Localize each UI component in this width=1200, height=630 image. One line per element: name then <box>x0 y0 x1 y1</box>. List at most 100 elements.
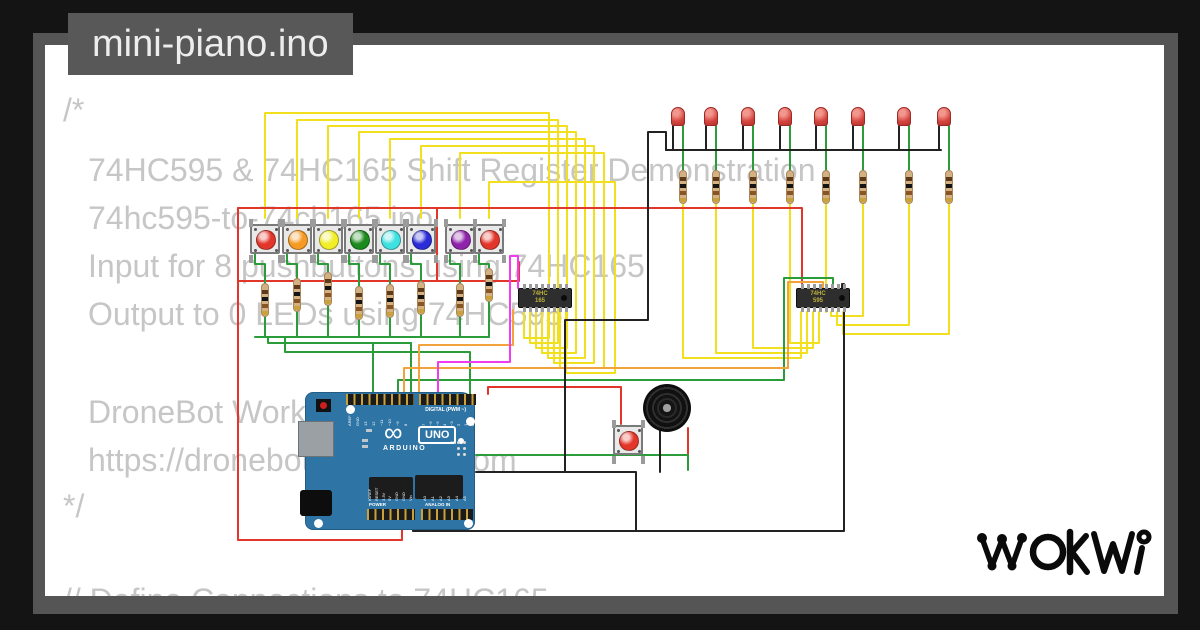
magenta-wires[interactable] <box>437 255 519 395</box>
button-cap <box>619 431 639 451</box>
piezo-buzzer[interactable] <box>643 384 691 432</box>
pushbutton-6[interactable] <box>405 219 438 263</box>
led-6[interactable] <box>851 107 865 126</box>
button-resistor-2[interactable] <box>293 278 301 312</box>
led-resistor-2[interactable] <box>712 170 720 204</box>
led-7[interactable] <box>897 107 911 126</box>
pushbutton-3[interactable] <box>312 219 345 263</box>
screw <box>369 249 372 252</box>
band <box>356 307 362 311</box>
band <box>457 290 463 294</box>
digital-header-left[interactable] <box>346 394 414 405</box>
led-resistor-3[interactable] <box>749 170 757 204</box>
button-leg <box>444 255 448 263</box>
led-resistor-5[interactable] <box>822 170 830 204</box>
band <box>486 282 492 286</box>
led-resistor-4[interactable] <box>786 170 794 204</box>
code-line: // Define Connections to 74HC165 <box>63 582 549 618</box>
orange-wires[interactable] <box>403 281 824 395</box>
ground-wires[interactable] <box>412 125 942 532</box>
led-3[interactable] <box>741 107 755 126</box>
band <box>860 184 866 188</box>
band <box>325 293 331 297</box>
led-resistor-7[interactable] <box>905 170 913 204</box>
band <box>860 198 866 202</box>
button-resistor-7[interactable] <box>456 283 464 317</box>
chip-pin <box>541 284 544 289</box>
pushbutton-4[interactable] <box>343 219 376 263</box>
digital-header-right[interactable] <box>419 394 476 405</box>
button-leg <box>641 420 645 428</box>
band <box>486 289 492 293</box>
button-resistor-5[interactable] <box>386 284 394 318</box>
screw <box>369 228 372 231</box>
button-resistor-1[interactable] <box>261 283 269 317</box>
button-resistor-4[interactable] <box>355 286 363 320</box>
chip-pin <box>529 307 532 312</box>
screw <box>617 450 620 453</box>
button-resistor-3[interactable] <box>324 272 332 306</box>
screw <box>410 228 413 231</box>
play-pushbutton[interactable] <box>612 420 645 464</box>
pin-label: IOREF <box>367 488 372 501</box>
screw <box>286 228 289 231</box>
screw <box>499 249 502 252</box>
mounting-hole <box>464 519 473 528</box>
pushbutton-8[interactable] <box>473 219 506 263</box>
screw <box>478 228 481 231</box>
led-1[interactable] <box>671 107 685 126</box>
button-leg <box>641 456 645 464</box>
button-cap <box>381 230 401 250</box>
led-resistor-1[interactable] <box>679 170 687 204</box>
reset-button[interactable] <box>316 399 331 412</box>
uno-label: UNO <box>418 426 457 444</box>
chip-pin <box>831 284 834 289</box>
band <box>262 304 268 308</box>
power-header[interactable] <box>367 509 415 520</box>
code-line: /* <box>63 92 85 128</box>
status-led <box>362 445 368 448</box>
band <box>823 198 829 202</box>
led-2[interactable] <box>704 107 718 126</box>
band <box>906 184 912 188</box>
button-leg <box>473 219 477 227</box>
led-5[interactable] <box>814 107 828 126</box>
led-8[interactable] <box>937 107 951 126</box>
led-resistor-6[interactable] <box>859 170 867 204</box>
band <box>787 191 793 195</box>
chip-pin <box>831 307 834 312</box>
led-4[interactable] <box>778 107 792 126</box>
led-resistor-8[interactable] <box>945 170 953 204</box>
screw <box>338 228 341 231</box>
green-wires[interactable] <box>254 125 950 471</box>
status-led <box>362 439 368 442</box>
band <box>387 291 393 295</box>
pushbutton-7[interactable] <box>444 219 477 263</box>
pushbutton-5[interactable] <box>374 219 407 263</box>
pin-label: A1 <box>430 496 435 501</box>
button-leg <box>281 219 285 227</box>
screw <box>348 249 351 252</box>
pushbutton-1[interactable] <box>249 219 282 263</box>
analog-header[interactable] <box>421 509 473 520</box>
pushbutton-2[interactable] <box>281 219 314 263</box>
band <box>418 295 424 299</box>
band <box>356 314 362 318</box>
screw <box>400 249 403 252</box>
button-resistor-8[interactable] <box>485 268 493 302</box>
band <box>262 297 268 301</box>
button-resistor-6[interactable] <box>417 281 425 315</box>
pin-label: ~3 <box>449 421 454 426</box>
pin-label: RESET <box>373 487 379 501</box>
button-leg <box>343 255 347 263</box>
icsp-pin <box>463 441 466 444</box>
button-cap <box>451 230 471 250</box>
screw <box>286 249 289 252</box>
yellow-signal-wires[interactable] <box>264 112 950 374</box>
button-leg <box>612 420 616 428</box>
chip-pin <box>819 284 822 289</box>
band <box>750 177 756 181</box>
